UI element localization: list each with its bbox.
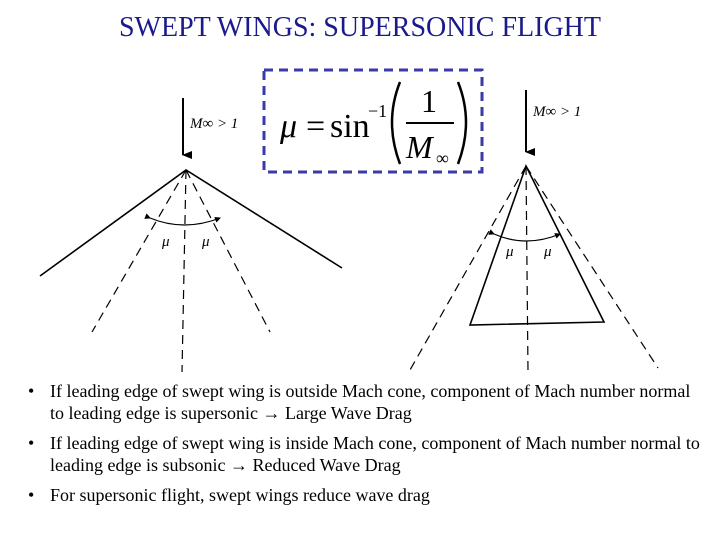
- formula-denominator: M: [405, 129, 435, 165]
- bullet-item: • If leading edge of swept wing is outsi…: [28, 380, 708, 424]
- formula-equals: =: [306, 108, 325, 145]
- right-mach-line-right: [525, 165, 659, 369]
- formula-left-paren: [390, 81, 402, 165]
- left-wing-figure: M∞ > 1 μ μ: [39, 98, 343, 373]
- formula-denominator-subscript: ∞: [436, 148, 449, 168]
- formula-box: [262, 68, 484, 174]
- right-angle-arc: [488, 229, 561, 242]
- right-wing-figure: M∞ > 1 μ μ: [409, 90, 659, 373]
- left-centerline: [181, 169, 187, 373]
- bullet-list: • If leading edge of swept wing is outsi…: [28, 380, 708, 514]
- left-mach-line-left: [91, 169, 187, 333]
- right-wing-planform: [468, 163, 606, 326]
- mach-angle-formula: μ = sin −1 1 M ∞: [262, 68, 484, 174]
- left-wing-planform: [39, 169, 343, 277]
- bullet-item: • If leading edge of swept wing is insid…: [28, 432, 708, 476]
- bullet-marker: •: [28, 433, 35, 453]
- left-mu-right: μ: [201, 234, 210, 250]
- left-angle-arc: [144, 213, 221, 226]
- formula-right-paren: [456, 81, 468, 165]
- right-mach-line-left: [409, 165, 527, 371]
- bullet-marker: •: [28, 485, 35, 505]
- formula-sin: sin: [330, 108, 370, 145]
- bullet-item: • For supersonic flight, swept wings red…: [28, 484, 708, 506]
- swept-wing-diagram: μ = sin −1 1 M ∞ M∞ > 1 μ μ M∞ > 1 μ μ: [39, 68, 659, 373]
- formula-numerator: 1: [421, 83, 437, 119]
- left-mu-left: μ: [161, 234, 170, 250]
- right-mu-right: μ: [543, 244, 552, 260]
- left-mach-line-right: [185, 169, 271, 333]
- bullet-marker: •: [28, 381, 35, 401]
- bullet-text: If leading edge of swept wing is outside…: [50, 381, 691, 423]
- page-title: SWEPT WINGS: SUPERSONIC FLIGHT: [118, 12, 601, 43]
- right-mu-left: μ: [505, 244, 514, 260]
- left-freestream-label: M∞ > 1: [189, 116, 238, 132]
- right-freestream-label: M∞ > 1: [532, 104, 581, 120]
- bullet-text: If leading edge of swept wing is inside …: [50, 433, 700, 475]
- formula-mu: μ: [279, 108, 297, 145]
- bullet-text: For supersonic flight, swept wings reduc…: [50, 485, 430, 505]
- right-centerline: [525, 165, 529, 373]
- formula-exponent: −1: [368, 101, 387, 121]
